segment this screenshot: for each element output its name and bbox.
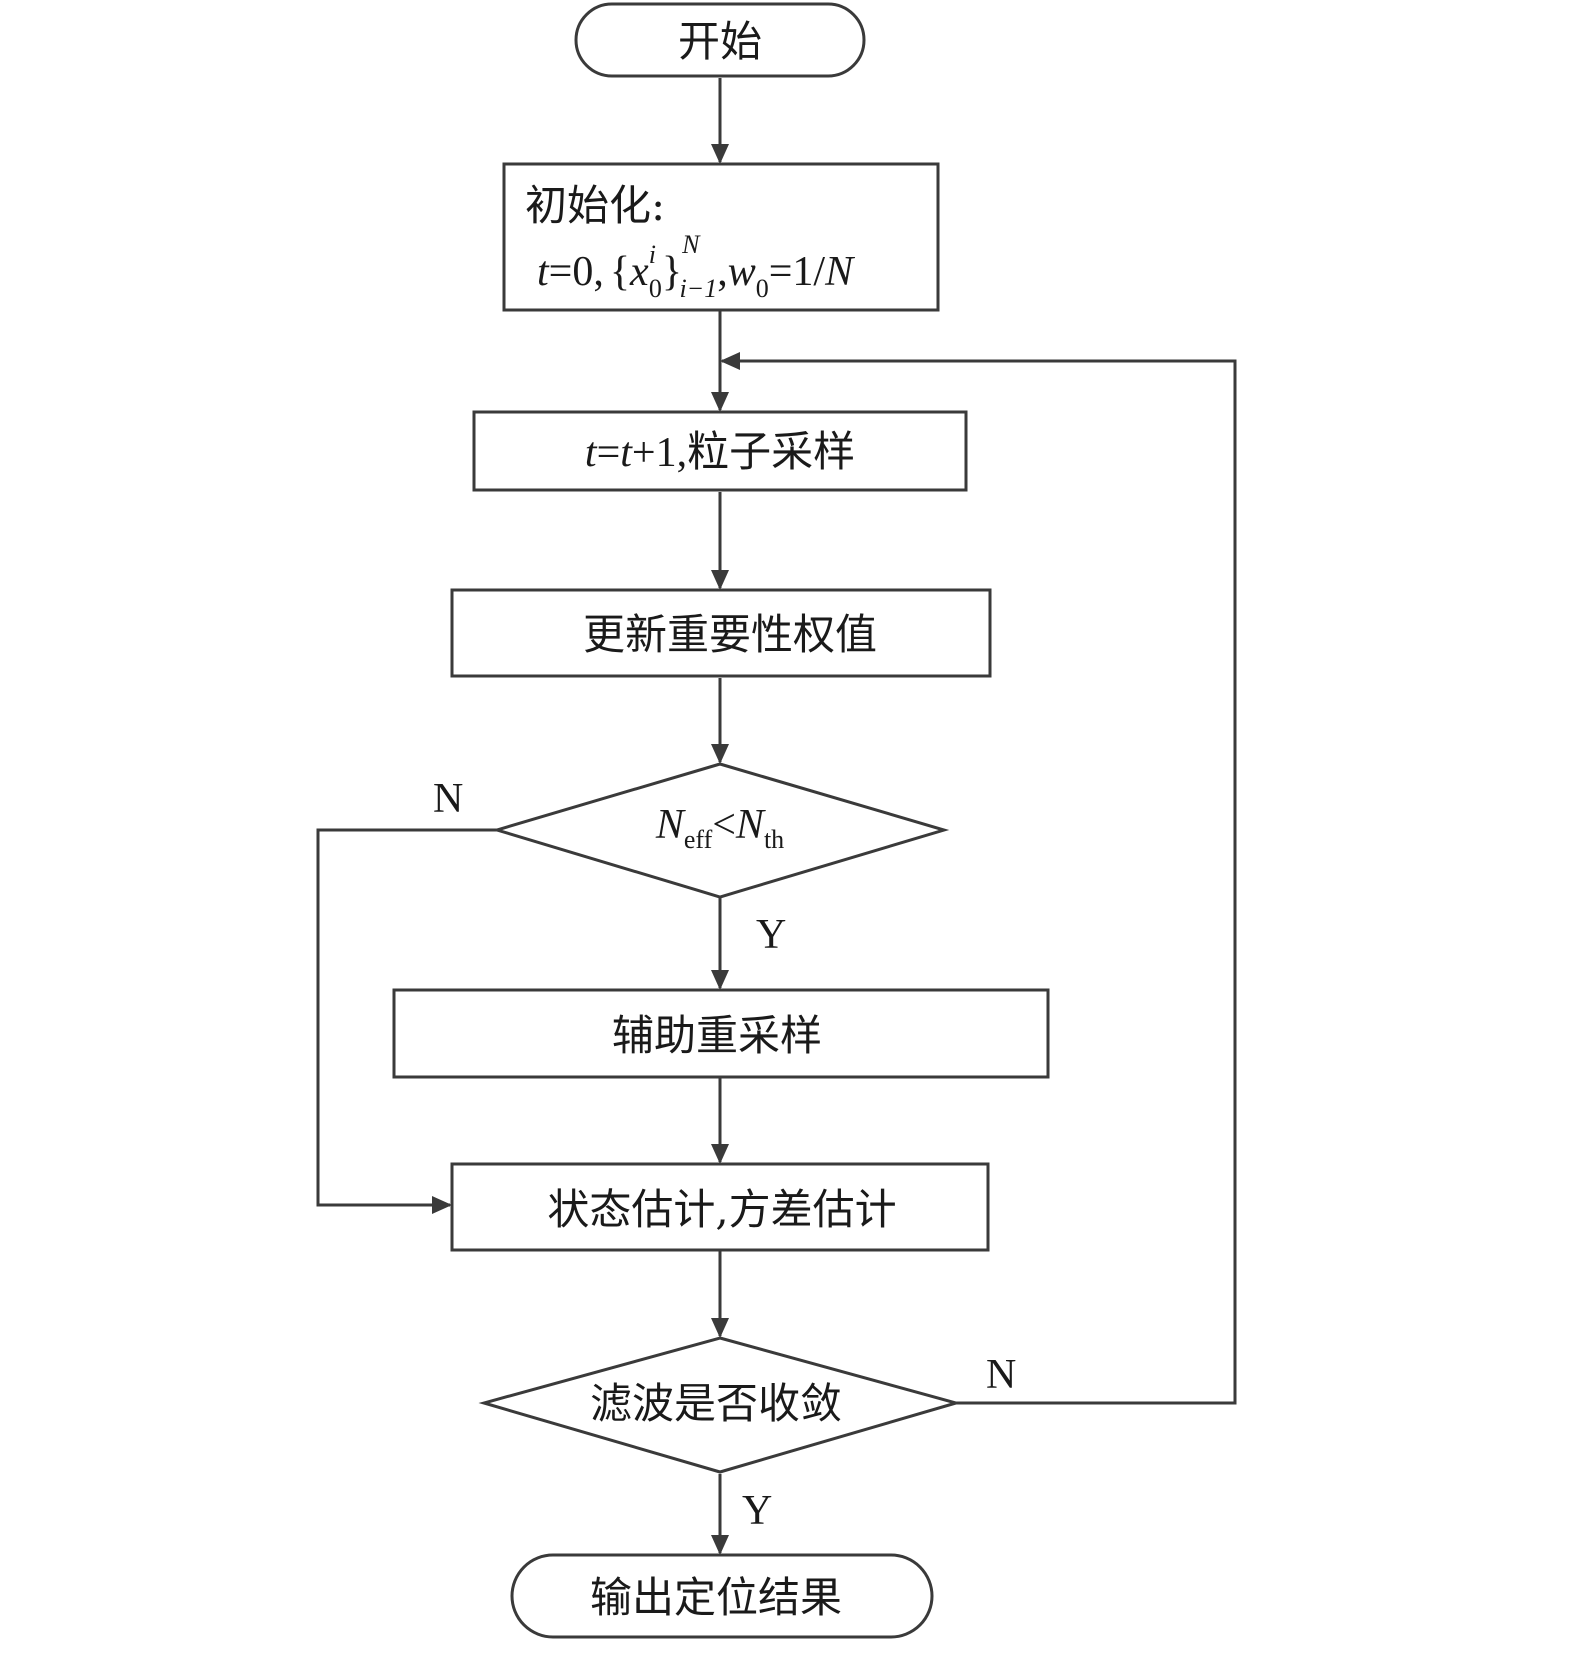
edge-cond1-estimate-no [316, 828, 497, 1214]
decision-converge-yes-label: Y [742, 1488, 772, 1534]
decision-converge-no-label: N [986, 1352, 1016, 1398]
decision-neff-node: Neff<Nth [491, 762, 950, 899]
edge-cond2-loop-no [720, 352, 1237, 1405]
connectors [316, 78, 1237, 1555]
end-label: 输出定位结果 [590, 1573, 842, 1622]
resample-label: 辅助重采样 [612, 1011, 822, 1060]
resample-node: 辅助重采样 [392, 988, 1050, 1079]
decision-converge-node: 滤波是否收敛 [478, 1336, 962, 1474]
estimate-node: 状态估计,方差估计 [450, 1162, 990, 1252]
estimate-label: 状态估计,方差估计 [547, 1185, 896, 1234]
end-node: 输出定位结果 [510, 1553, 934, 1639]
decision-neff-no-label: N [433, 776, 463, 822]
sample-node: t=t+1,粒子采样 [472, 410, 968, 492]
start-label: 开始 [678, 17, 762, 66]
start-node: 开始 [574, 2, 866, 78]
sample-label: t=t+1,粒子采样 [585, 430, 855, 476]
update-weights-node: 更新重要性权值 [450, 588, 992, 678]
decision-converge-label: 滤波是否收敛 [590, 1379, 842, 1428]
init-title: 初始化: [525, 181, 665, 230]
decision-neff-yes-label: Y [756, 912, 786, 958]
update-weights-label: 更新重要性权值 [583, 610, 877, 659]
decision-neff-label: Neff<Nth [655, 802, 784, 854]
